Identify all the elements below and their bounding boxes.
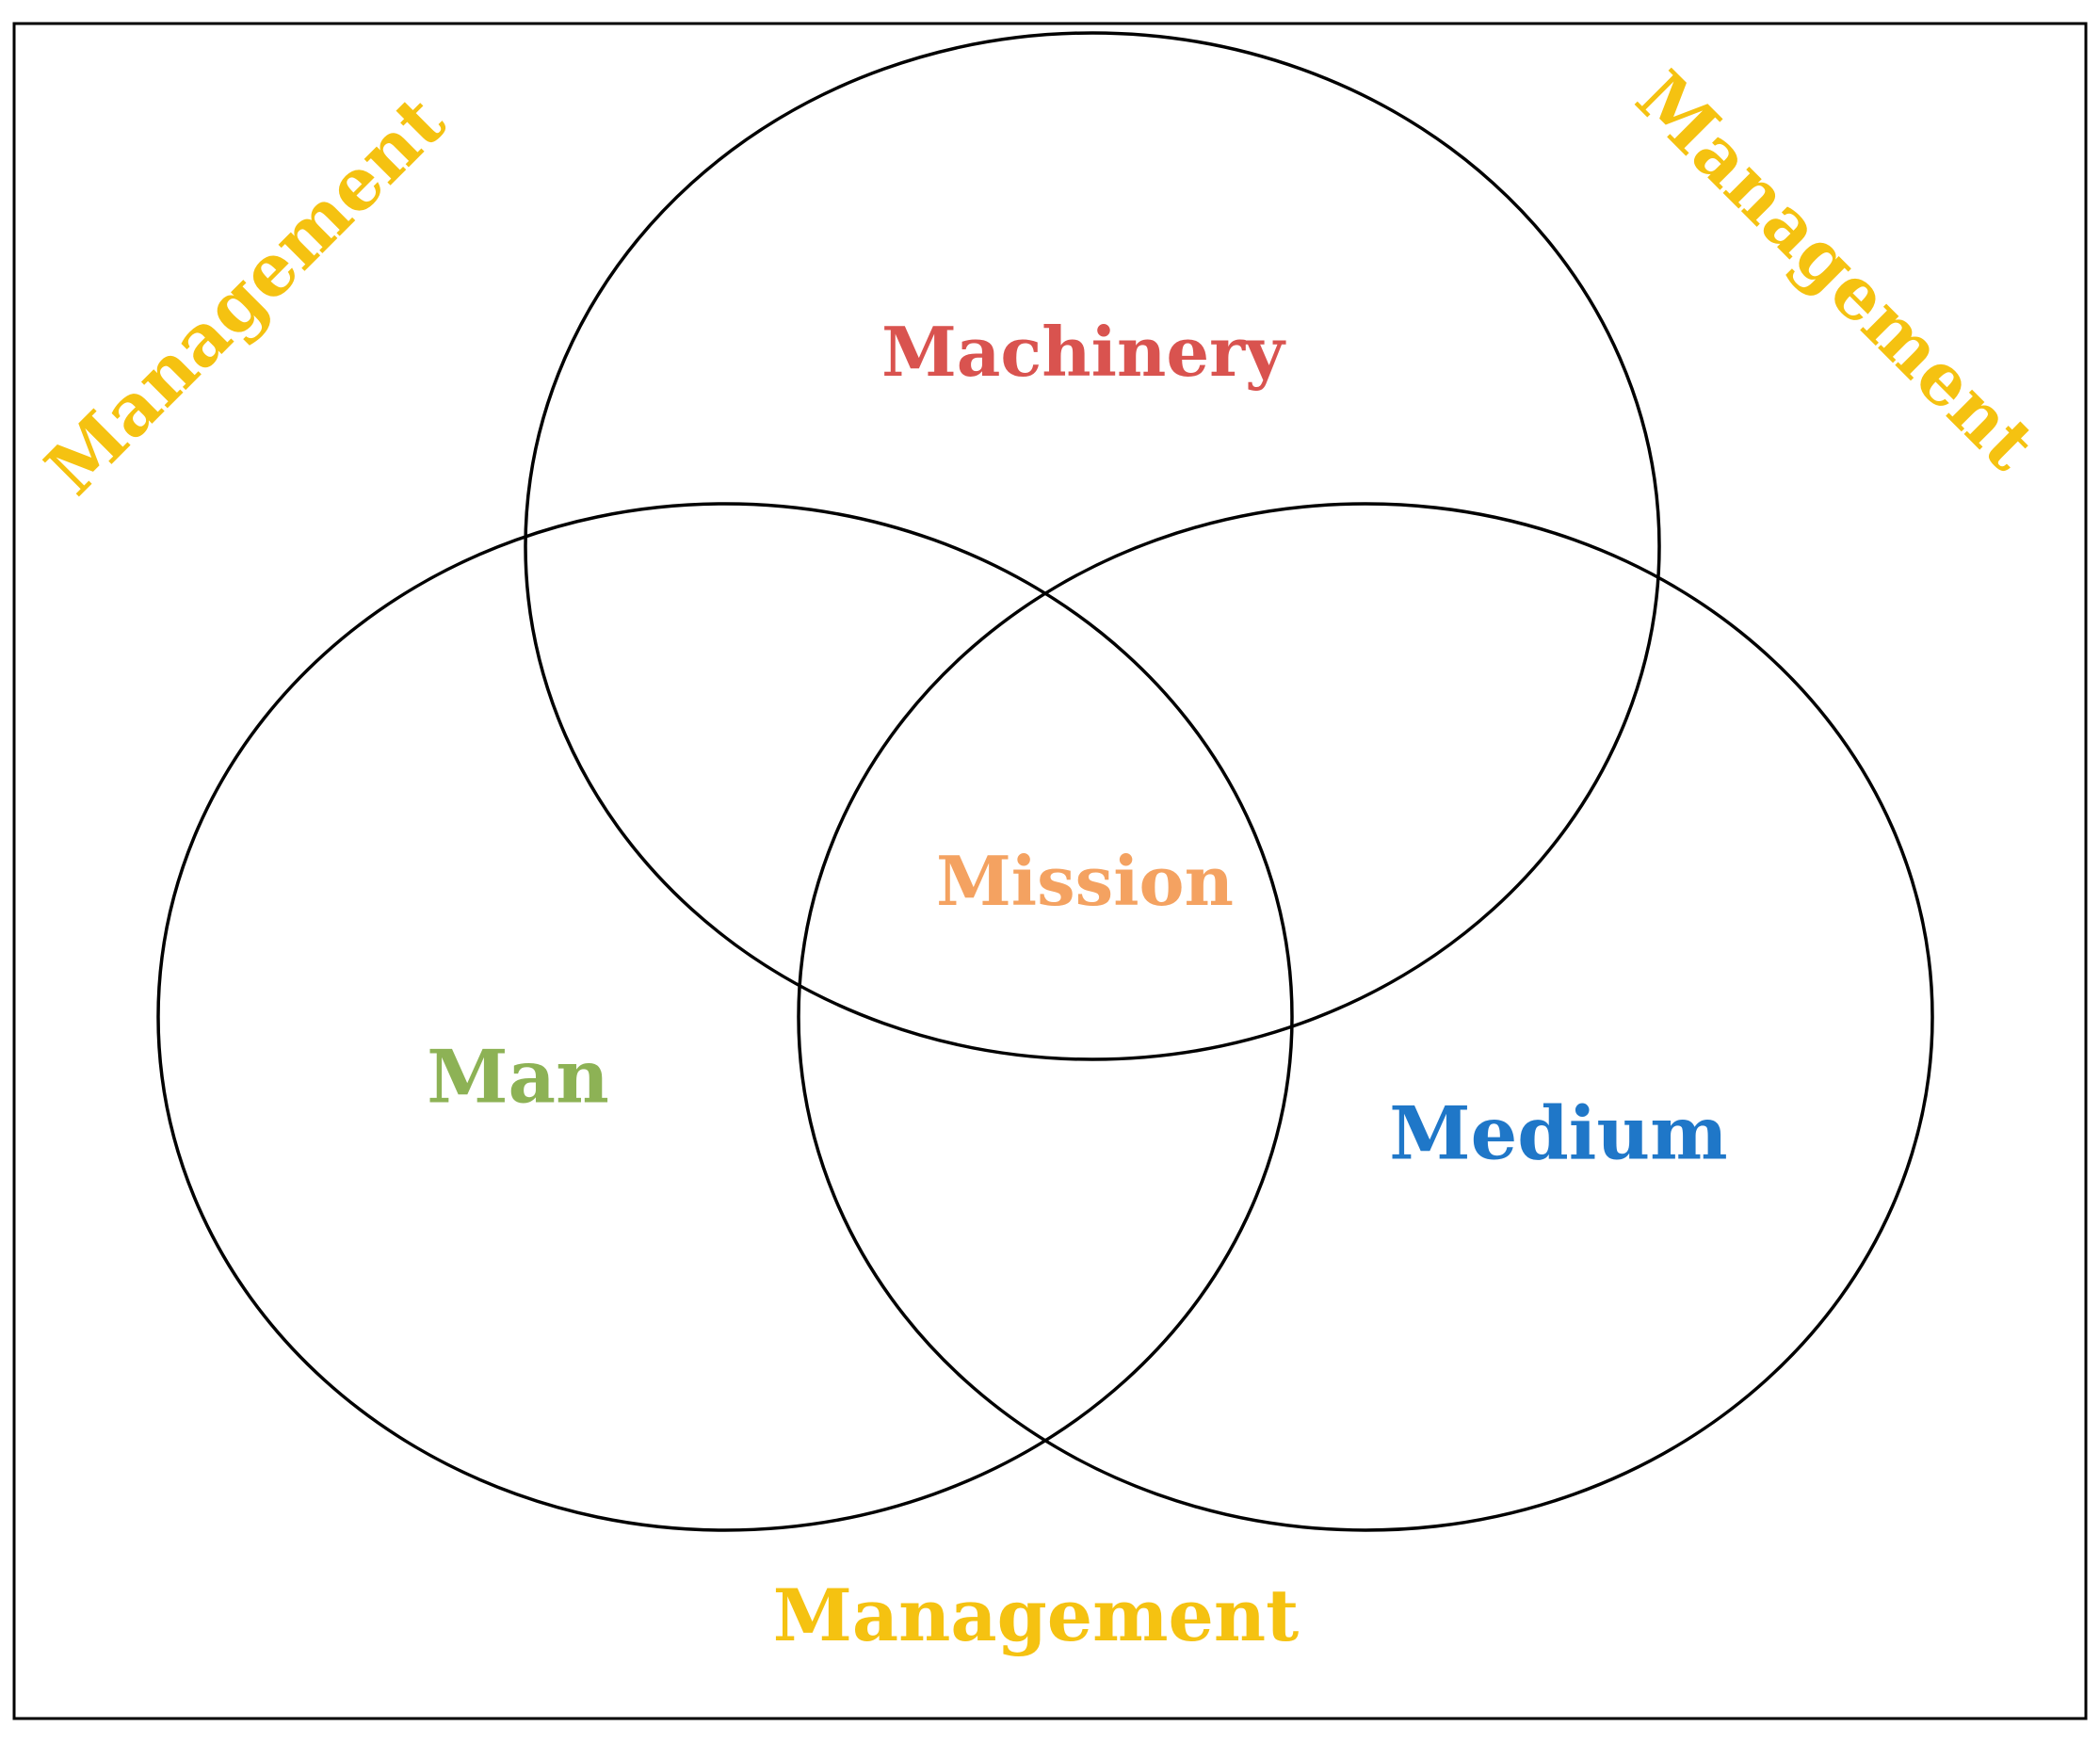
mission-label: Mission [936, 841, 1234, 921]
man-circle [156, 502, 1294, 1532]
management-label-bottom: Management [773, 1574, 1300, 1657]
man-label: Man [427, 1035, 609, 1121]
machinery-label: Machinery [881, 312, 1286, 392]
medium-label: Medium [1389, 1091, 1727, 1177]
outer-frame [12, 22, 2088, 1720]
medium-circle [797, 502, 1934, 1532]
management-label-top-right: Management [1621, 55, 2052, 486]
machinery-circle [524, 31, 1661, 1061]
management-label-top-left: Management [29, 79, 460, 510]
